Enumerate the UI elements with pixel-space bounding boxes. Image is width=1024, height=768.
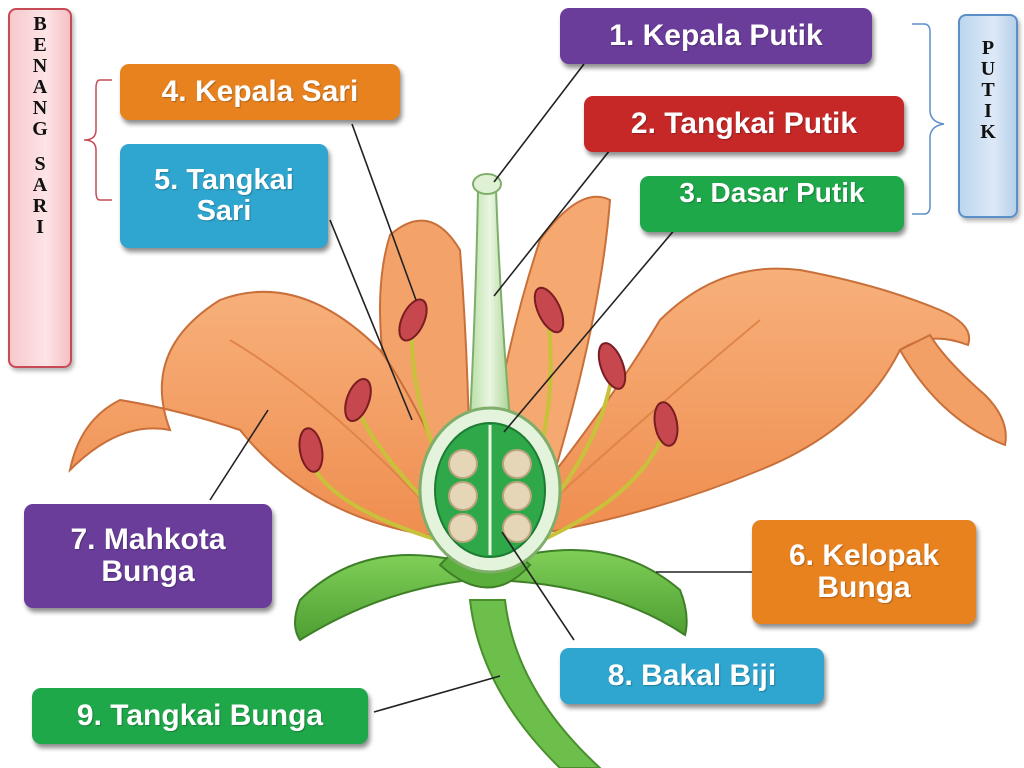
stigma — [472, 173, 502, 195]
letter: B — [33, 13, 47, 35]
letter: T — [981, 79, 995, 101]
label-tangkai-sari: 5. Tangkai Sari — [120, 144, 328, 248]
letter: I — [36, 216, 44, 238]
style — [468, 189, 512, 421]
letter: A — [32, 76, 48, 98]
anthers — [298, 286, 679, 473]
label-tangkai-putik: 2. Tangkai Putik — [584, 96, 904, 152]
letter: N — [32, 97, 48, 119]
letter: N — [32, 55, 48, 77]
letter: P — [981, 37, 995, 59]
petal-right — [497, 267, 971, 542]
petal-left — [68, 290, 472, 542]
sepal-left — [294, 554, 472, 642]
letter: R — [32, 195, 48, 217]
leader-lines — [209, 63, 752, 713]
letter: A — [32, 174, 48, 196]
ovules — [448, 449, 532, 543]
letter: K — [980, 121, 996, 143]
label-tangkai-bunga: 9. Tangkai Bunga — [32, 688, 368, 744]
letter: I — [984, 100, 992, 122]
putik-box: P U T I K — [958, 14, 1018, 218]
label-mahkota-bunga: 7. Mahkota Bunga — [24, 504, 272, 608]
stem — [468, 599, 602, 768]
label-kepala-sari: 4. Kepala Sari — [120, 64, 400, 120]
bracket-benang-sari — [83, 79, 112, 201]
label-kepala-putik: 1. Kepala Putik — [560, 8, 872, 64]
label-bakal-biji: 8. Bakal Biji — [560, 648, 824, 704]
letter: E — [33, 34, 47, 56]
letter: U — [980, 58, 996, 80]
label-dasar-putik: 3. Dasar Putik — [640, 176, 904, 232]
sepal-right — [493, 549, 688, 637]
letter: G — [32, 118, 48, 140]
petal-right-fold — [898, 333, 1007, 447]
bracket-putik — [912, 23, 945, 215]
letter: S — [34, 153, 46, 175]
label-kelopak-bunga: 6. Kelopak Bunga — [752, 520, 976, 624]
benang-sari-box: B E N A N G S A R I — [8, 8, 72, 368]
